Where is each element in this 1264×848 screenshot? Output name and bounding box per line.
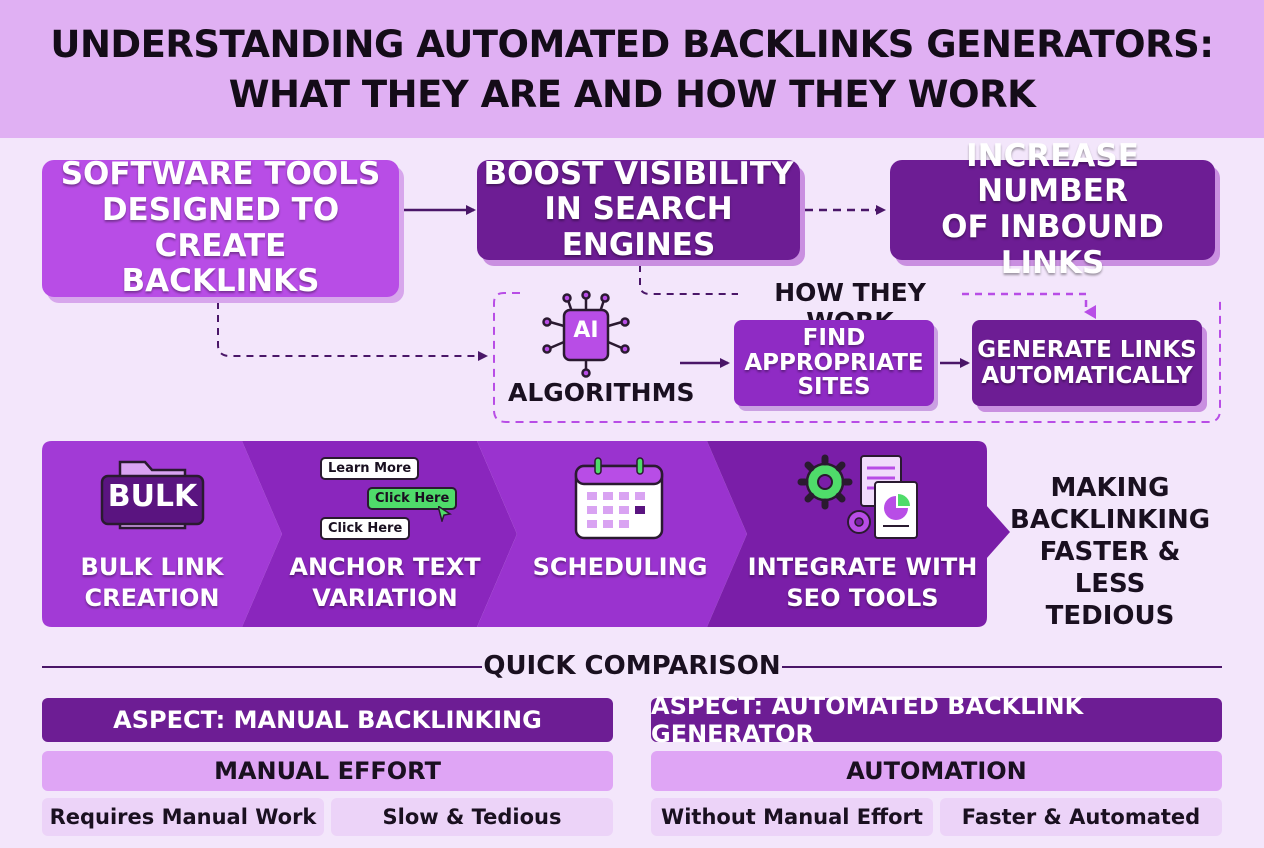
anchor-line-2: VARIATION	[312, 584, 458, 612]
connector-visibility-to-how	[639, 265, 738, 295]
bulk-label: BULK LINK CREATION	[62, 552, 242, 614]
how-they-work-frame	[493, 292, 1221, 423]
connector-def-to-algorithms	[217, 302, 488, 361]
bulk-folder-icon	[100, 458, 205, 538]
title-line-1: UNDERSTANDING AUTOMATED BACKLINKS GENERA…	[50, 23, 1214, 66]
manual-cell-1: Requires Manual Work	[42, 798, 324, 836]
bulk-badge: BULK	[107, 479, 198, 514]
automated-subheader: AUTOMATION	[651, 751, 1222, 791]
definition-line-1: SOFTWARE TOOLS	[60, 156, 381, 193]
find-line-3: SITES	[797, 374, 871, 401]
manual-subheader: MANUAL EFFORT	[42, 751, 613, 791]
definition-line-3: BACKLINKS	[121, 263, 320, 300]
outcome-line-3: FASTER & LESS	[1039, 537, 1181, 599]
cursor-icon	[438, 506, 452, 522]
find-sites-box: FIND APPROPRIATE SITES	[734, 320, 934, 406]
inbound-links-box: INCREASE NUMBER OF INBOUND LINKS	[890, 138, 1215, 281]
integrate-line-1: INTEGRATE WITH	[747, 553, 978, 581]
page-title: UNDERSTANDING AUTOMATED BACKLINKS GENERA…	[0, 20, 1264, 120]
manual-cell-2: Slow & Tedious	[331, 798, 613, 836]
definition-line-2: DESIGNED TO CREATE	[101, 191, 340, 264]
ai-badge: AI	[573, 318, 599, 343]
outcome-text: MAKING BACKLINKING FASTER & LESS TEDIOUS	[1010, 472, 1210, 632]
generate-links-box: GENERATE LINKS AUTOMATICALLY	[972, 320, 1202, 406]
comparison-title: QUICK COMPARISON	[483, 651, 781, 681]
anchor-line-1: ANCHOR TEXT	[289, 553, 481, 581]
comparison-divider-right	[782, 666, 1222, 668]
seo-tools-gears-icon	[795, 452, 925, 544]
integrate-label: INTEGRATE WITH SEO TOOLS	[740, 552, 985, 614]
bulk-line-1: BULK LINK	[80, 553, 224, 581]
anchor-label: ANCHOR TEXT VARIATION	[280, 552, 490, 614]
automated-header: ASPECT: AUTOMATED BACKLINK GENERATOR	[651, 692, 1222, 748]
integrate-line-2: SEO TOOLS	[786, 584, 939, 612]
inbound-line-2: OF INBOUND LINKS	[941, 209, 1164, 281]
ai-chip-icon	[540, 290, 632, 380]
outcome-arrow	[986, 505, 1010, 559]
click-here-button-icon: Click Here	[320, 517, 411, 540]
calendar-icon	[573, 456, 665, 542]
algorithms-label: ALGORITHMS	[508, 378, 695, 407]
visibility-line-2: IN SEARCH ENGINES	[544, 191, 733, 263]
inbound-line-1: INCREASE NUMBER	[966, 137, 1139, 210]
find-line-1: FIND	[802, 324, 866, 351]
find-line-2: APPROPRIATE	[744, 349, 924, 376]
header-band	[0, 0, 1264, 138]
outcome-line-4: TEDIOUS	[1045, 601, 1175, 631]
connector-how-to-generate	[962, 292, 1096, 319]
visibility-line-1: BOOST VISIBILITY	[483, 155, 794, 192]
title-line-2: WHAT THEY ARE AND HOW THEY WORK	[228, 73, 1036, 116]
comparison-divider-left	[42, 666, 482, 668]
outcome-line-2: BACKLINKING	[1010, 505, 1211, 535]
generate-line-2: AUTOMATICALLY	[981, 363, 1193, 389]
automated-cell-2: Faster & Automated	[940, 798, 1222, 836]
scheduling-label: SCHEDULING	[532, 553, 708, 581]
learn-more-button-icon: Learn More	[320, 457, 420, 480]
automated-cell-1: Without Manual Effort	[651, 798, 933, 836]
visibility-box: BOOST VISIBILITY IN SEARCH ENGINES	[477, 155, 800, 263]
definition-box: SOFTWARE TOOLS DESIGNED TO CREATE BACKLI…	[42, 156, 399, 300]
bulk-line-2: CREATION	[84, 584, 220, 612]
click-here-green-button-icon: Click Here	[367, 487, 458, 510]
generate-line-1: GENERATE LINKS	[977, 336, 1197, 363]
manual-header: ASPECT: MANUAL BACKLINKING	[42, 698, 613, 742]
outcome-line-1: MAKING	[1050, 473, 1170, 503]
